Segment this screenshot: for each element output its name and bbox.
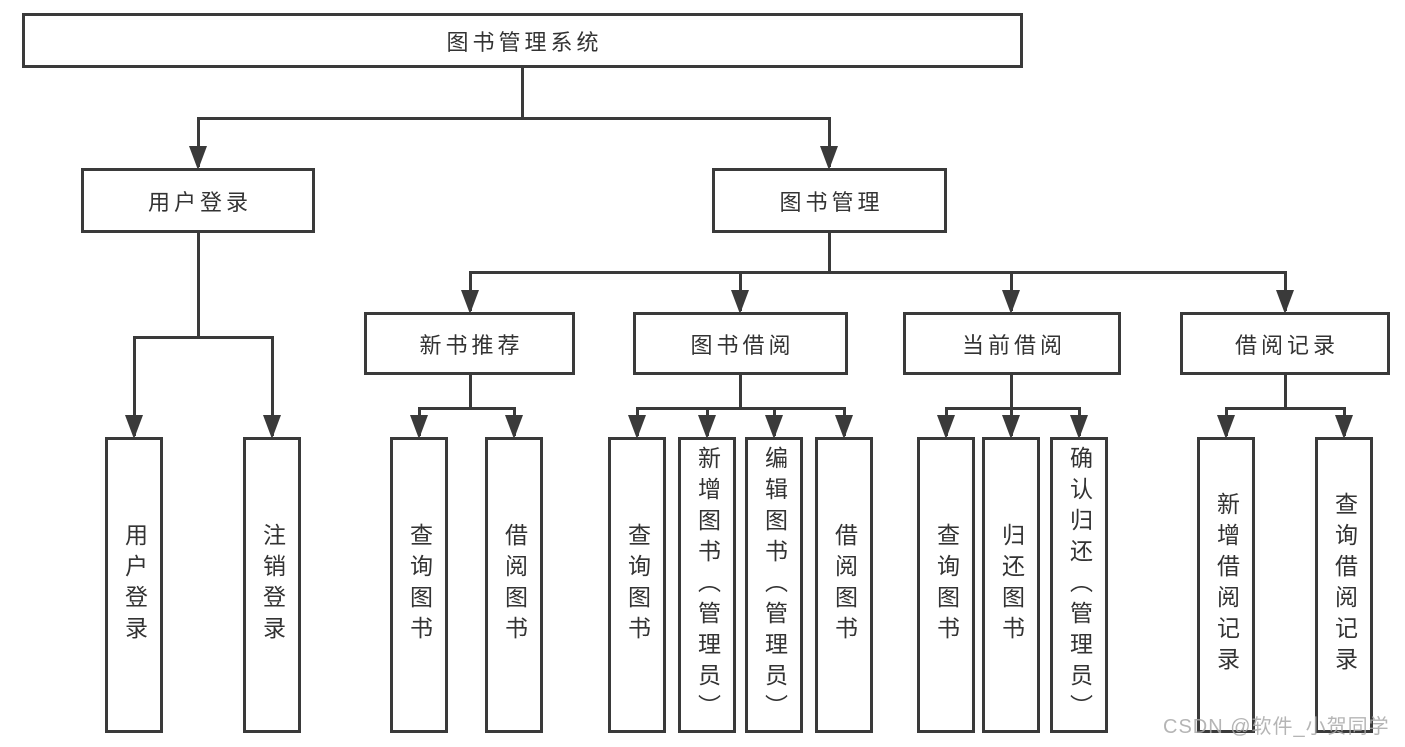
- connector-hline: [418, 407, 516, 410]
- connector-vline: [739, 374, 742, 409]
- connector-vline: [197, 117, 200, 167]
- node-leaf-borrow-book: 借阅图书: [815, 437, 873, 733]
- node-leaf-user-login: 用户登录: [105, 437, 163, 733]
- arrowhead-down-icon: [765, 415, 783, 439]
- arrowhead-down-icon: [937, 415, 955, 439]
- arrowhead-down-icon: [1335, 415, 1353, 439]
- arrowhead-down-icon: [1002, 415, 1020, 439]
- node-leaf-return-book: 归还图书: [982, 437, 1040, 733]
- arrowhead-down-icon: [731, 290, 749, 314]
- arrowhead-down-icon: [410, 415, 428, 439]
- arrowhead-down-icon: [628, 415, 646, 439]
- node-leaf-add-borrow-record: 新增借阅记录: [1197, 437, 1255, 733]
- arrowhead-down-icon: [835, 415, 853, 439]
- connector-hline: [469, 271, 1287, 274]
- connector-vline: [133, 336, 136, 436]
- arrowhead-down-icon: [820, 146, 838, 170]
- node-leaf-query-book-borrow: 查询图书: [608, 437, 666, 733]
- connector-vline: [271, 336, 274, 436]
- arrowhead-down-icon: [698, 415, 716, 439]
- connector-vline: [828, 232, 831, 273]
- node-current-borrow: 当前借阅: [903, 312, 1121, 375]
- connector-hline: [945, 407, 1081, 410]
- node-leaf-confirm-return-admin: 确认归还（管理员）: [1050, 437, 1108, 733]
- node-leaf-logout-login: 注销登录: [243, 437, 301, 733]
- connector-vline: [197, 232, 200, 338]
- arrowhead-down-icon: [1070, 415, 1088, 439]
- connector-vline: [828, 117, 831, 167]
- connector-hline: [197, 117, 831, 120]
- arrowhead-down-icon: [263, 415, 281, 439]
- arrowhead-down-icon: [1002, 290, 1020, 314]
- arrowhead-down-icon: [189, 146, 207, 170]
- node-leaf-query-book-current: 查询图书: [917, 437, 975, 733]
- node-root: 图书管理系统: [22, 13, 1023, 68]
- node-borrow-record: 借阅记录: [1180, 312, 1390, 375]
- arrowhead-down-icon: [125, 415, 143, 439]
- arrowhead-down-icon: [1217, 415, 1235, 439]
- connector-vline: [1010, 374, 1013, 409]
- arrowhead-down-icon: [505, 415, 523, 439]
- arrowhead-down-icon: [1276, 290, 1294, 314]
- node-leaf-borrow-book-new: 借阅图书: [485, 437, 543, 733]
- connector-vline: [521, 67, 524, 119]
- node-book-management: 图书管理: [712, 168, 947, 233]
- arrowhead-down-icon: [461, 290, 479, 314]
- node-user-login: 用户登录: [81, 168, 315, 233]
- connector-vline: [469, 374, 472, 409]
- node-leaf-query-book-new: 查询图书: [390, 437, 448, 733]
- watermark-text: CSDN @软件_小贺同学: [1163, 716, 1390, 738]
- connector-hline: [133, 336, 274, 339]
- connector-vline: [1284, 374, 1287, 409]
- node-book-borrow: 图书借阅: [633, 312, 848, 375]
- node-leaf-add-book-admin: 新增图书（管理员）: [678, 437, 736, 733]
- node-leaf-query-borrow-record: 查询借阅记录: [1315, 437, 1373, 733]
- node-new-book-recommend: 新书推荐: [364, 312, 575, 375]
- node-leaf-edit-book-admin: 编辑图书（管理员）: [745, 437, 803, 733]
